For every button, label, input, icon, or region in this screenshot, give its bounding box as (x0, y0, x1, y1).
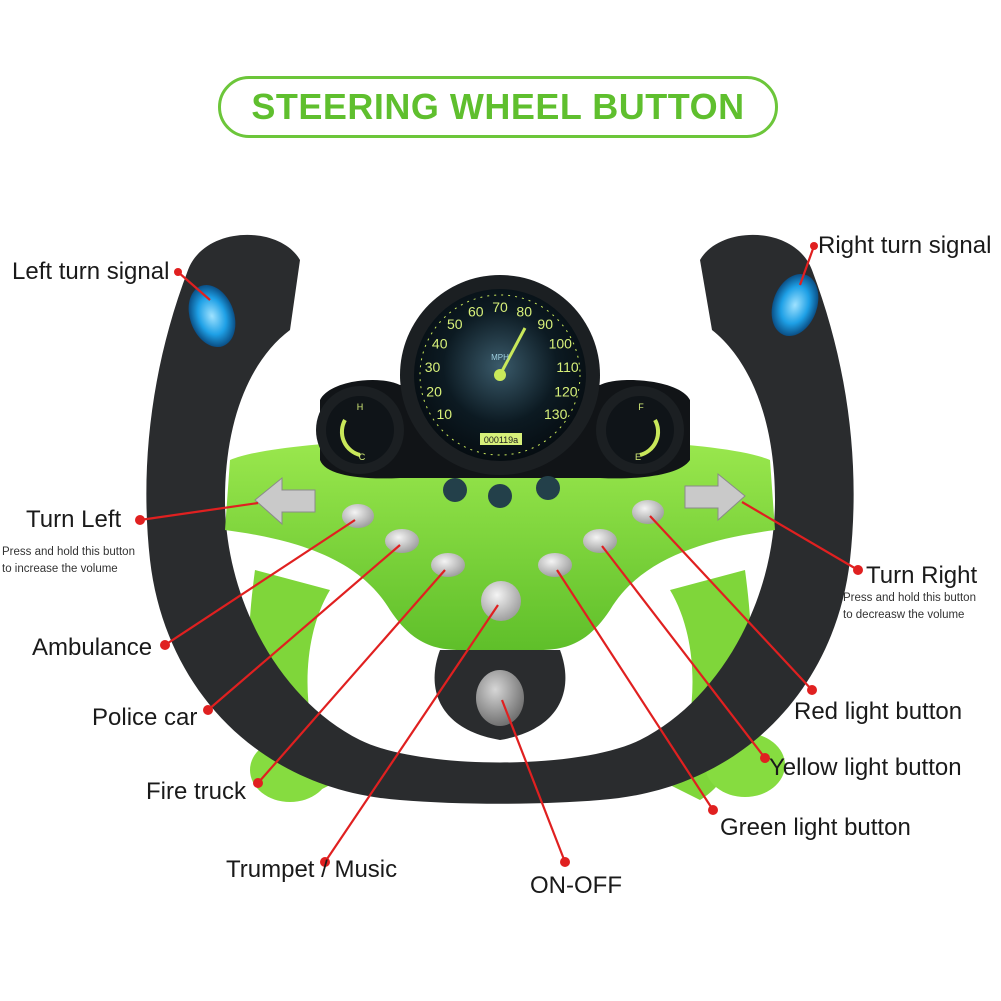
speedometer (400, 275, 600, 475)
title-banner: STEERING WHEEL BUTTON (218, 76, 778, 138)
speedometer-tick-label: 100 (549, 336, 573, 352)
speedometer-tick-label: 40 (432, 336, 448, 352)
fire-truck-button (431, 553, 465, 577)
odometer-display (480, 433, 522, 445)
yellow-light-button (583, 529, 617, 553)
speedometer-tick-label: 50 (447, 316, 463, 332)
label-trumpet-music: Trumpet / Music (226, 856, 398, 883)
speedometer-tick-label: 60 (468, 303, 484, 319)
trumpet-music-button (481, 581, 521, 621)
speedometer-tick-label: 10 (437, 406, 453, 422)
indicator-light-3 (536, 476, 560, 500)
label-red-light: Red light button (794, 698, 963, 725)
fuel-gauge-top-label: F (638, 402, 644, 412)
speedometer-tick-label: 120 (554, 384, 578, 400)
turn-left-note-1: Press and hold this button (2, 546, 135, 558)
on-off-knob (476, 670, 524, 726)
callout-lines (139, 245, 859, 863)
speedometer-tick-label: 110 (556, 359, 579, 375)
page-title: STEERING WHEEL BUTTON (251, 86, 745, 127)
label-yellow-light: Yellow light button (769, 754, 962, 781)
speedometer-tick-label: 90 (537, 316, 553, 332)
speedometer-tick-label: 20 (426, 384, 442, 400)
speed-needle (498, 327, 527, 376)
indicator-light-2 (488, 484, 512, 508)
fuel-gauge-bottom-label: E (635, 452, 641, 462)
right-turn-signal-light (771, 274, 819, 336)
red-light-button (632, 500, 664, 524)
label-right-turn-signal: Right turn signal (818, 232, 992, 259)
label-ambulance: Ambulance (32, 634, 153, 661)
label-turn-right: Turn Right (866, 562, 978, 589)
speedometer-tick-label: 130 (544, 406, 568, 422)
label-green-light: Green light button (720, 814, 911, 841)
label-on-off: ON-OFF (530, 872, 622, 899)
turn-left-note-2: to increase the volume (2, 563, 118, 575)
green-light-button (538, 553, 572, 577)
turn-right-note-2: to decreasw the volume (843, 609, 965, 621)
speedometer-unit: MPH (491, 353, 509, 362)
odometer-value: 000119a (484, 435, 518, 445)
speedometer-tick-label: 80 (516, 303, 532, 319)
turn-right-button (684, 472, 746, 522)
police-car-button (385, 529, 419, 553)
label-fire-truck: Fire truck (146, 778, 247, 805)
indicator-light-1 (443, 478, 467, 502)
left-turn-signal-light (188, 285, 236, 347)
temp-gauge-top-label: H (357, 402, 364, 412)
label-police-car: Police car (92, 704, 198, 731)
label-left-turn-signal: Left turn signal (12, 258, 170, 285)
label-turn-left: Turn Left (26, 506, 122, 533)
speedometer-tick-label: 30 (425, 359, 441, 375)
wheel-center-body (225, 437, 775, 650)
temp-gauge-bottom-label: C (359, 452, 366, 462)
callout-dots (135, 242, 863, 867)
turn-right-note-1: Press and hold this button (843, 592, 976, 604)
speedometer-tick-label: 70 (492, 299, 508, 315)
turn-left-button (254, 476, 316, 526)
